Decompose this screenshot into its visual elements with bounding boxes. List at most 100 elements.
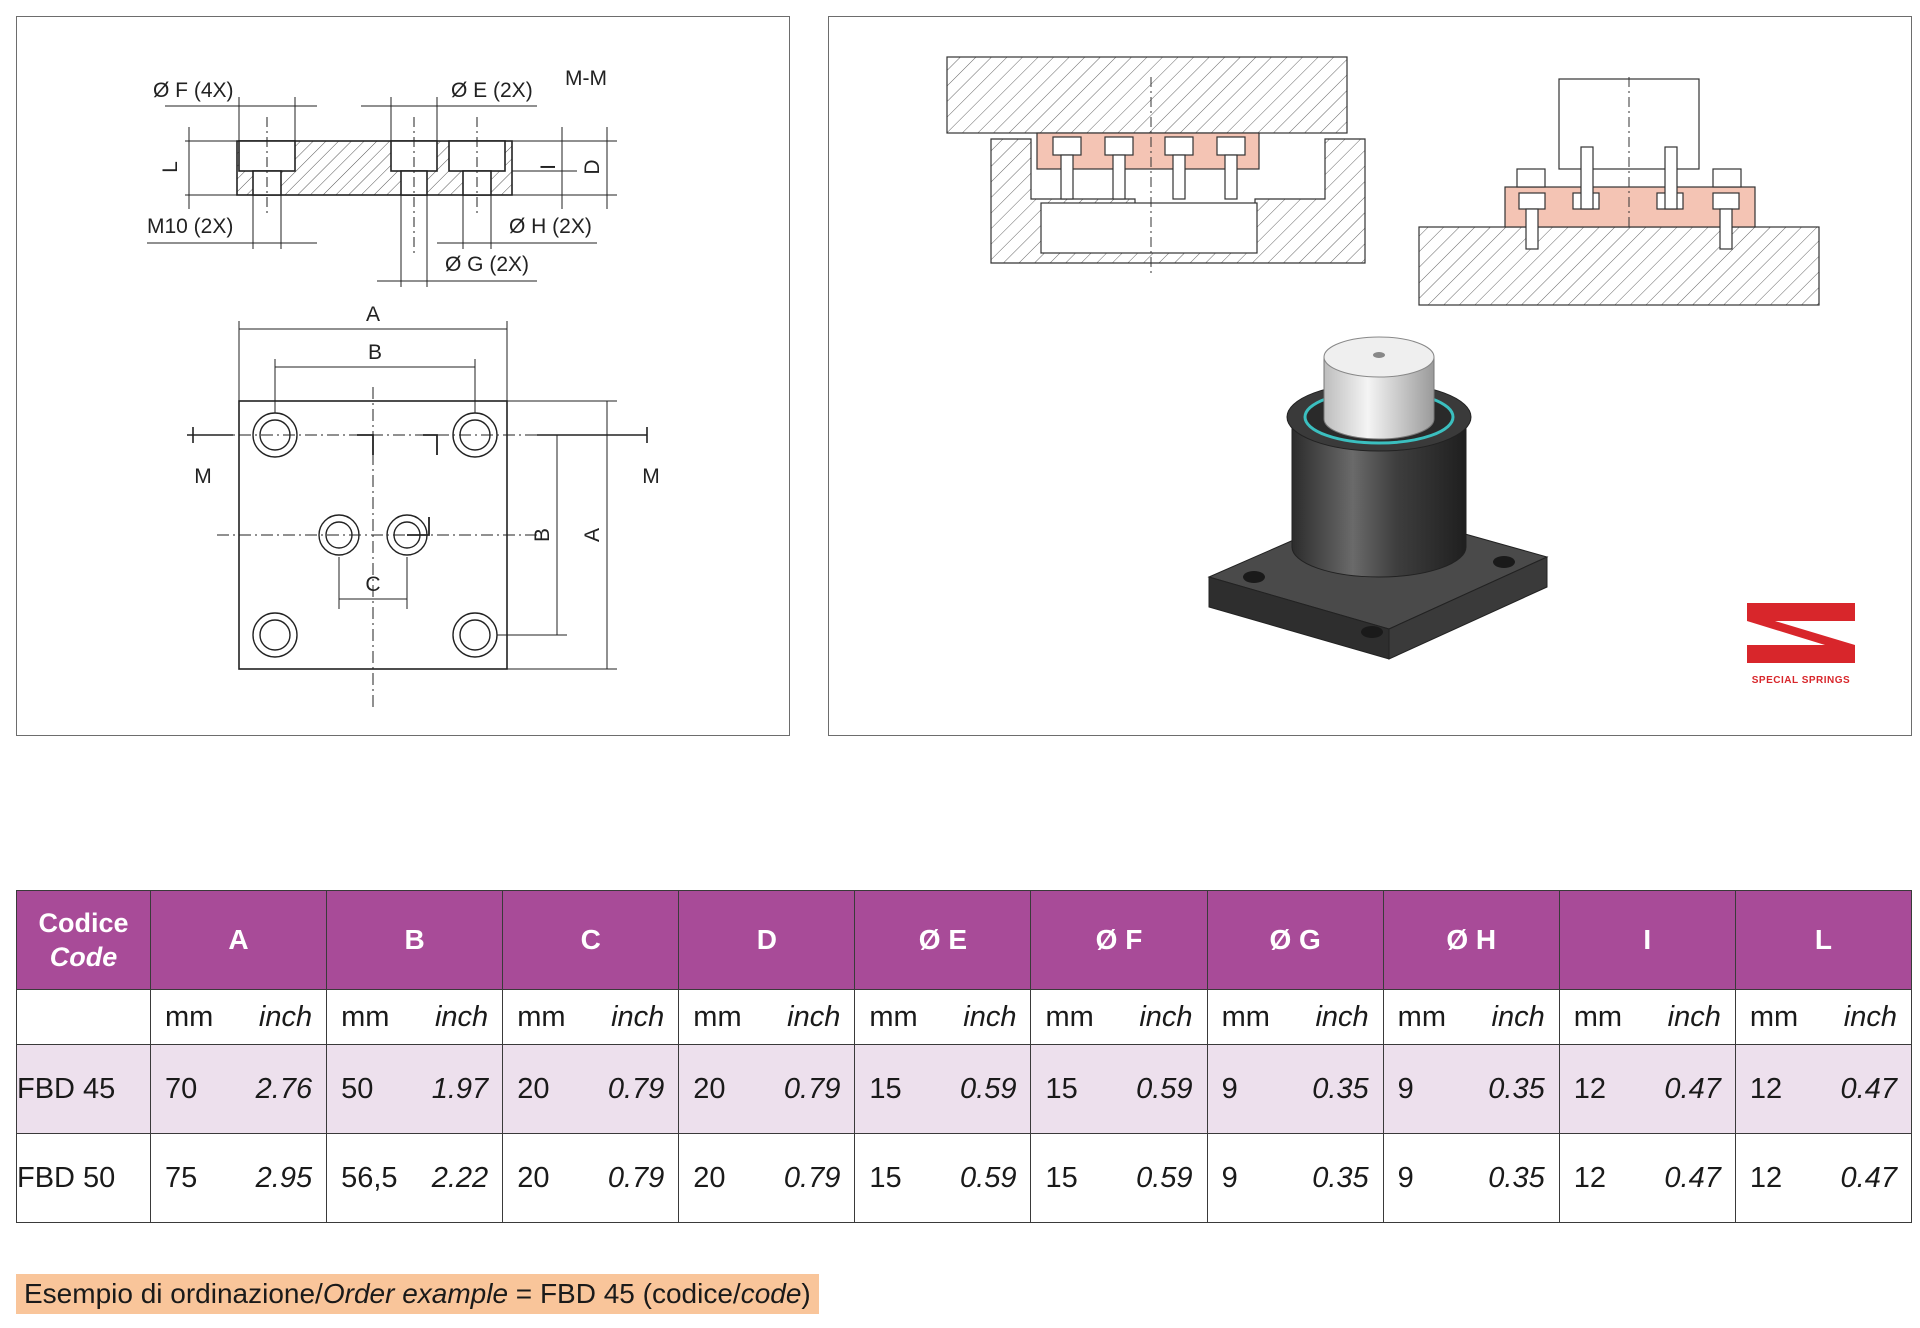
table-header-row: Codice Code A B C D Ø E Ø F Ø G Ø H I L	[16, 890, 1913, 990]
order-code-en: code	[740, 1278, 802, 1309]
value-inch: 0.47	[1664, 1072, 1721, 1105]
header-f: Ø F	[1030, 890, 1208, 990]
assembly-view-recessed	[946, 56, 1366, 277]
value-mm: 20	[517, 1072, 550, 1105]
value-inch: 0.35	[1488, 1161, 1545, 1194]
dimensions-table: Codice Code A B C D Ø E Ø F Ø G Ø H I L …	[16, 890, 1913, 1223]
value-mm: 9	[1221, 1072, 1238, 1105]
header-code-it: Codice	[38, 908, 129, 938]
value-mm: 12	[1749, 1072, 1783, 1105]
value-mm: 75	[165, 1161, 198, 1194]
label-section-mm: M-M	[565, 67, 607, 90]
value-mm: 15	[1045, 1072, 1078, 1105]
label-l: L	[159, 161, 182, 173]
value-inch: 0.35	[1312, 1161, 1369, 1194]
value-mm: 15	[869, 1161, 902, 1194]
assembly-view-surface	[1418, 77, 1820, 306]
unit-mm: mm	[1573, 1000, 1623, 1033]
unit-mm: mm	[1397, 1000, 1446, 1033]
unit-inch: inch	[434, 1000, 489, 1033]
row-code: FBD 50	[16, 1133, 151, 1223]
value-inch: 0.79	[783, 1072, 841, 1105]
value-mm: 9	[1397, 1161, 1414, 1194]
value-inch: 0.79	[783, 1161, 841, 1194]
value-inch: 0.59	[1136, 1072, 1193, 1105]
header-b: B	[326, 890, 504, 990]
plan-view	[187, 321, 648, 707]
value-mm: 12	[1573, 1072, 1607, 1105]
label-b-right: B	[531, 528, 554, 542]
value-mm: 50	[341, 1072, 374, 1105]
label-d: D	[581, 159, 604, 174]
value-inch: 0.79	[607, 1161, 665, 1194]
label-e: Ø E (2X)	[451, 79, 533, 102]
value-mm: 9	[1397, 1072, 1414, 1105]
value-mm: 9	[1221, 1161, 1238, 1194]
unit-mm: mm	[693, 1000, 742, 1033]
label-b-top: B	[368, 341, 382, 364]
label-g: Ø G (2X)	[445, 253, 529, 276]
header-i: I	[1558, 890, 1736, 990]
value-inch: 0.35	[1488, 1072, 1545, 1105]
value-mm: 15	[869, 1072, 902, 1105]
unit-inch: inch	[611, 1000, 665, 1033]
value-inch: 0.47	[1840, 1161, 1897, 1194]
logo-text: SPECIAL SPRINGS	[1752, 675, 1850, 686]
value-mm: 15	[1045, 1161, 1078, 1194]
units-empty-cell	[16, 989, 151, 1045]
value-inch: 2.22	[431, 1161, 489, 1194]
technical-drawing: Ø F (4X) Ø E (2X) M-M L I D M10 (2X) Ø H…	[147, 67, 660, 707]
label-a-top: A	[366, 303, 380, 326]
label-a-right: A	[581, 528, 604, 542]
value-inch: 2.95	[255, 1161, 313, 1194]
unit-mm: mm	[1045, 1000, 1094, 1033]
unit-inch: inch	[1843, 1000, 1897, 1033]
value-inch: 0.47	[1840, 1072, 1897, 1105]
label-i: I	[537, 164, 560, 170]
special-springs-logo: SPECIAL SPRINGS	[1747, 603, 1855, 686]
value-inch: 0.59	[1136, 1161, 1193, 1194]
value-inch: 0.47	[1664, 1161, 1721, 1194]
technical-drawing-panel: Ø F (4X) Ø E (2X) M-M L I D M10 (2X) Ø H…	[16, 16, 790, 736]
header-l: L	[1734, 890, 1913, 990]
assembly-illustration: SPECIAL SPRINGS	[946, 56, 1855, 686]
product-3d-render	[1207, 336, 1549, 660]
value-mm: 12	[1573, 1161, 1607, 1194]
value-mm: 20	[693, 1161, 726, 1194]
value-inch: 0.79	[607, 1072, 665, 1105]
unit-inch: inch	[1315, 1000, 1369, 1033]
label-h: Ø H (2X)	[509, 215, 592, 238]
header-a: A	[149, 890, 328, 990]
label-m-left: M	[194, 465, 212, 488]
value-inch: 2.76	[255, 1072, 313, 1105]
unit-mm: mm	[517, 1000, 566, 1033]
order-close: )	[801, 1278, 811, 1309]
unit-mm: mm	[165, 1000, 214, 1033]
unit-inch: inch	[1491, 1000, 1545, 1033]
value-mm: 12	[1749, 1161, 1783, 1194]
label-c: C	[365, 573, 380, 596]
unit-inch: inch	[258, 1000, 313, 1033]
header-code: Codice Code	[16, 890, 151, 990]
header-code-en: Code	[49, 942, 118, 972]
value-mm: 20	[517, 1161, 550, 1194]
section-view	[147, 97, 617, 287]
value-mm: 70	[165, 1072, 198, 1105]
